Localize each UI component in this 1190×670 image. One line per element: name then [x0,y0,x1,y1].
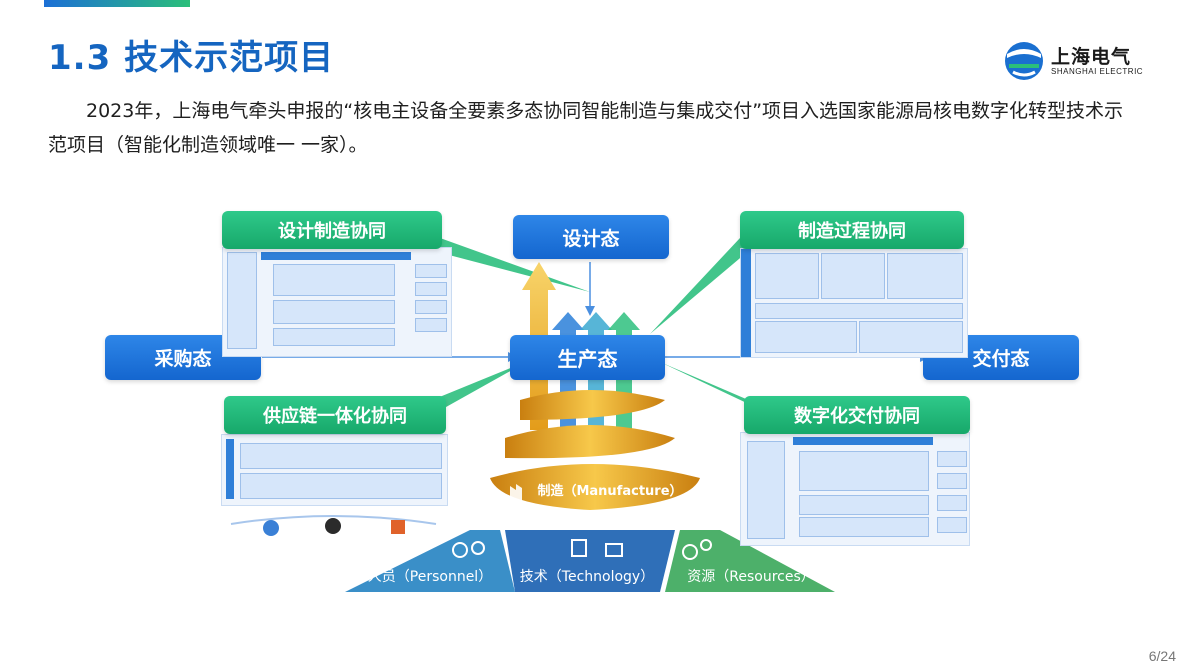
base-technology-shape [505,530,675,592]
intro-paragraph: 2023年，上海电气牵头申报的“核电主设备全要素多态协同智能制造与集成交付”项目… [48,100,1124,156]
design-collab-panel [222,247,452,357]
base-resources-shape [665,530,835,592]
connector-delivery-collab [660,362,770,414]
manufacture-label: 制造（Manufacture） [537,484,683,499]
connector-supply-collab [420,360,530,416]
logo-mark-icon [1005,42,1043,80]
page-title: 1.3 技术示范项目 [48,38,335,78]
gear-icon [682,544,698,560]
document-icon [571,539,587,557]
digital-delivery-panel [740,432,970,546]
resources-label: 资源（Resources） [687,569,815,585]
personnel-label: 人员（Personnel） [367,569,493,585]
logo-english-name: SHANGHAI ELECTRIC [1051,67,1144,76]
people-icon [452,542,468,558]
top-accent-bar [44,0,190,7]
chart-icon [605,543,623,557]
supply-chain-panel [221,434,448,506]
digital-delivery-collab-label: 数字化交付协同 [744,396,970,434]
company-logo: 上海电气 SHANGHAI ELECTRIC [1003,40,1148,82]
connector-mfg-collab [650,238,752,334]
mfg-process-panel [740,248,968,358]
supply-chain-icons [230,515,437,536]
factory-icon [510,484,522,500]
logo-chinese-name: 上海电气 [1051,46,1132,68]
page-number: 6/24 [1148,648,1176,664]
mfg-process-collab-label: 制造过程协同 [740,211,964,249]
supply-chain-collab-label: 供应链一体化协同 [224,396,446,434]
spiral-band-2 [505,425,675,459]
production-state-label: 生产态 [510,335,665,380]
spiral-band-1 [520,390,665,420]
design-state-label: 设计态 [513,215,669,259]
design-mfg-collab-label: 设计制造协同 [222,211,442,249]
technology-label: 技术（Technology） [519,569,655,585]
spiral-band-3 [490,464,700,510]
connector-design-collab [430,238,590,292]
